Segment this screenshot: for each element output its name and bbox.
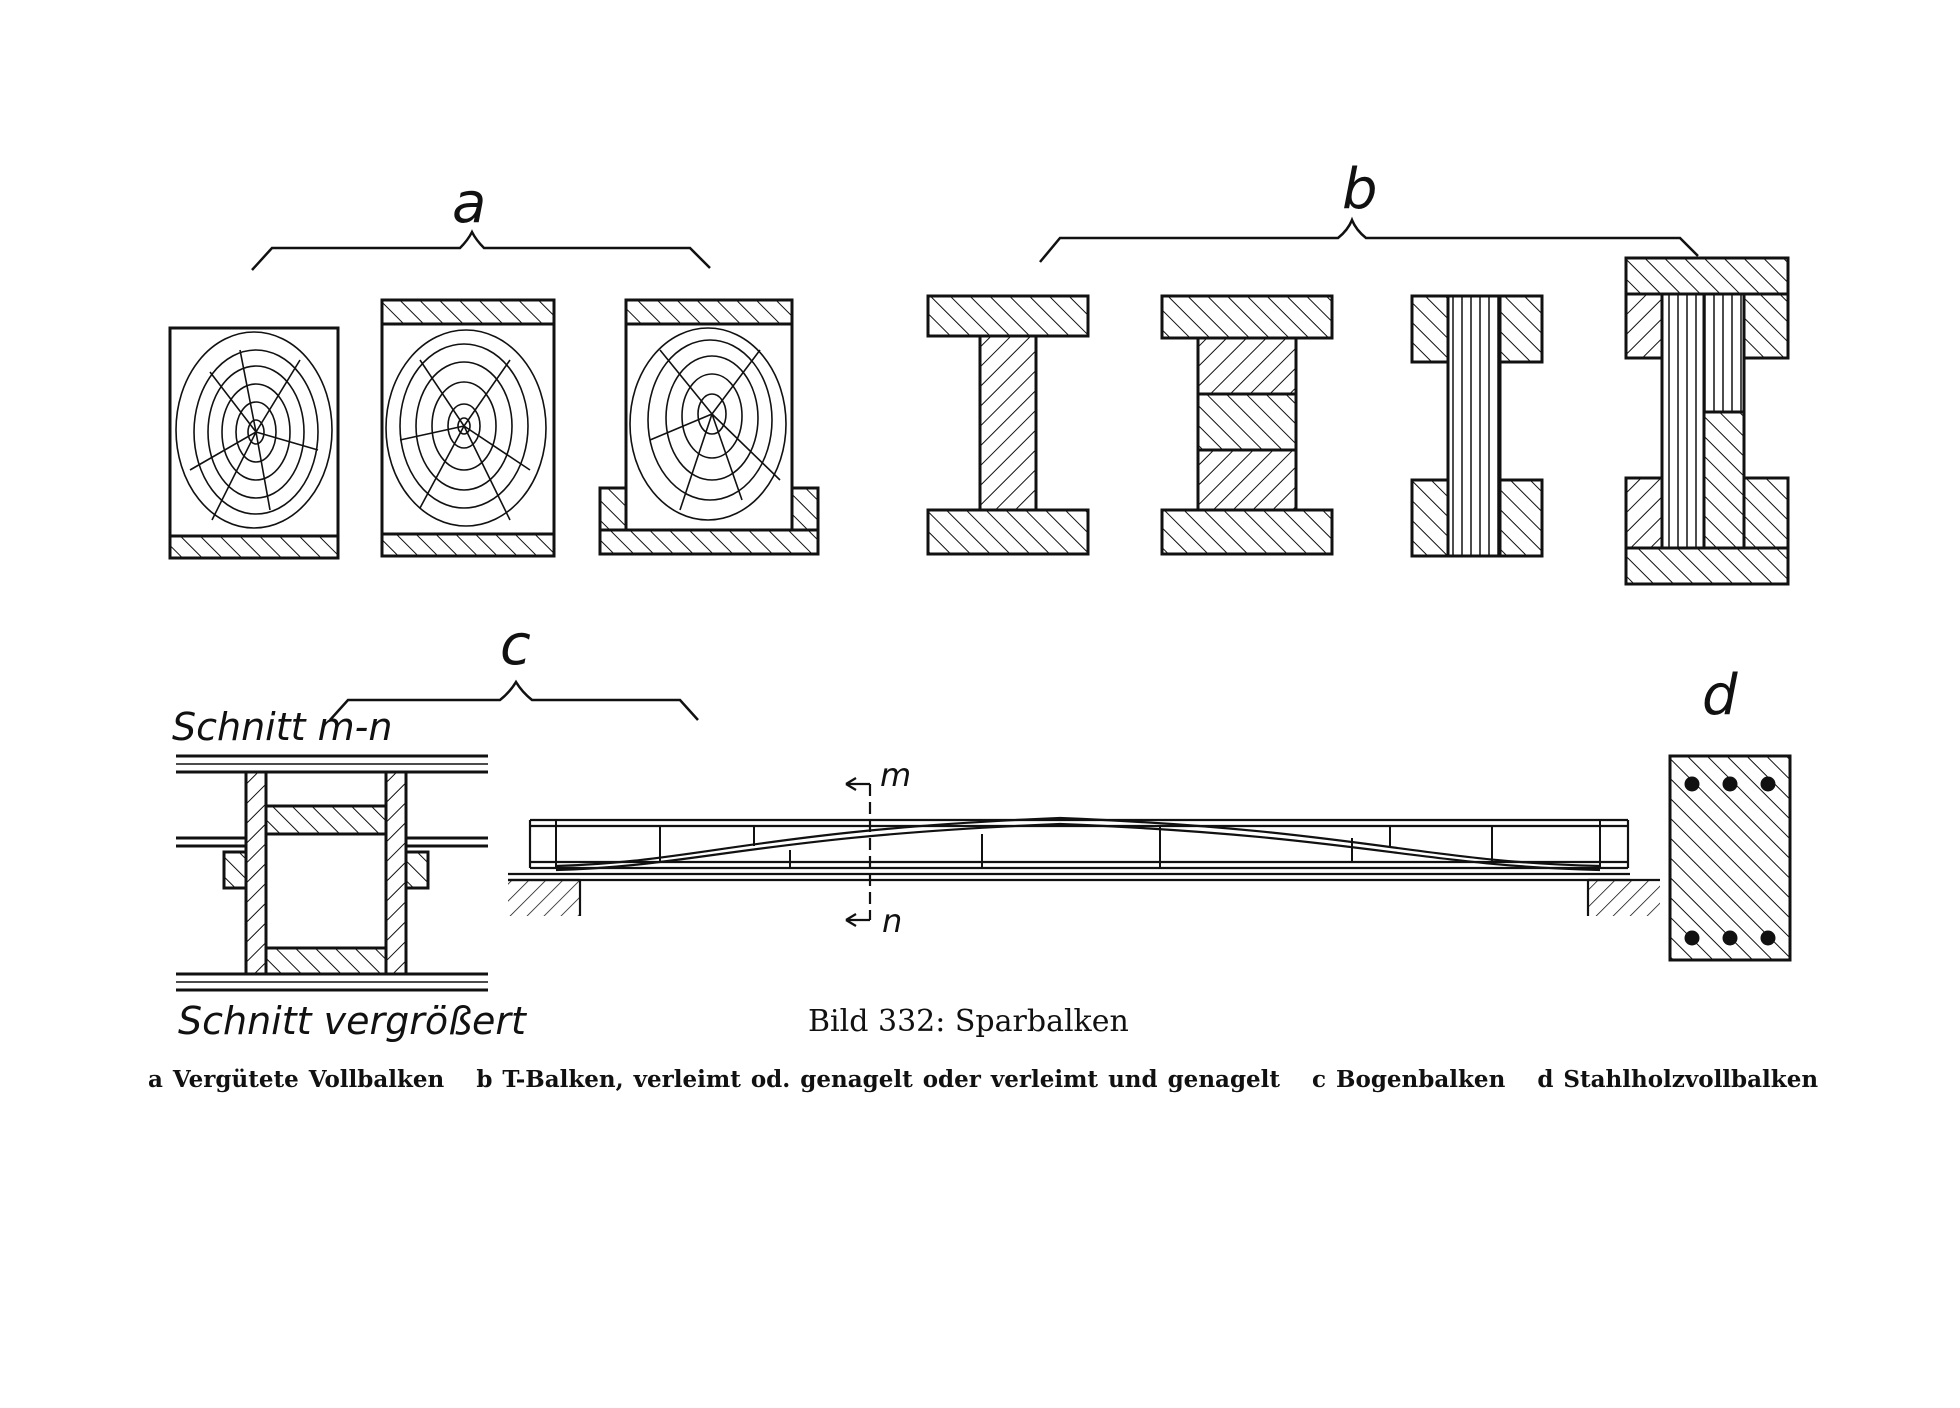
label-d: d (1702, 663, 1738, 728)
brace-a (251, 229, 711, 271)
caption-d: d Stahlholzvollbalken (1537, 1066, 1819, 1093)
section-a2 (380, 298, 556, 558)
section-a3 (598, 298, 820, 556)
label-schnitt-vergroessert: Schnitt vergrößert (178, 999, 528, 1043)
section-b4 (1624, 256, 1790, 586)
section-b1 (926, 294, 1090, 556)
label-b: b (1342, 157, 1378, 222)
brace-c (329, 679, 699, 721)
section-enlarged (176, 754, 488, 992)
group-a: a (168, 171, 820, 560)
label-schnitt-mn: Schnitt m-n (172, 705, 392, 749)
label-a: a (452, 171, 486, 236)
section-b3 (1410, 294, 1544, 558)
group-b: b (926, 157, 1790, 586)
caption-a: a Vergütete Vollbalken (148, 1066, 445, 1093)
section-d (1668, 754, 1792, 962)
label-c: c (500, 613, 531, 678)
brace-b (1039, 216, 1699, 263)
caption-b: b T-Balken, verleimt od. genagelt oder v… (476, 1066, 1281, 1093)
bow-beam-elevation (508, 777, 1660, 927)
figure-caption: a Vergütete Vollbalken b T-Balken, verle… (148, 1066, 1840, 1093)
caption-c: c Bogenbalken (1312, 1066, 1506, 1093)
section-b2 (1160, 294, 1334, 556)
label-n: n (882, 902, 902, 940)
label-m: m (880, 756, 911, 794)
group-d: d (1668, 663, 1792, 962)
figure-title: Bild 332: Sparbalken (808, 1004, 1129, 1039)
section-a1 (168, 326, 340, 560)
group-c: c Schnitt m-n Schnitt vergrößert (172, 613, 1660, 1043)
